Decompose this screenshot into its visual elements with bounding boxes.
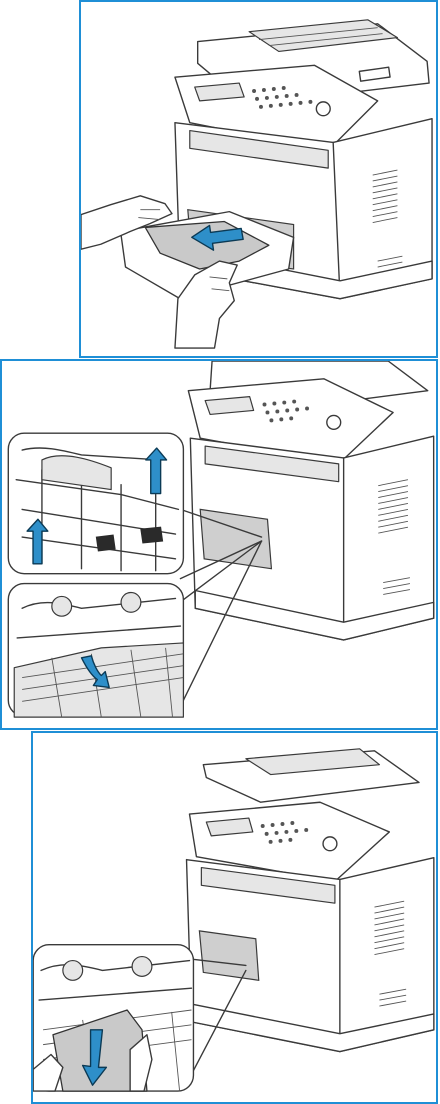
printer-icon [188, 361, 433, 640]
step-3-illustration [33, 733, 436, 1102]
step-2-illustration [2, 361, 436, 728]
detail-zoom-icon [33, 945, 193, 1091]
step-3-panel [31, 731, 438, 1104]
step-2-panel [0, 359, 438, 730]
step-1-panel [79, 0, 438, 358]
step-1-illustration [81, 2, 436, 356]
detail-zoom-icon [8, 433, 183, 573]
detail-zoom-icon [8, 584, 183, 718]
printer-icon [187, 749, 434, 1052]
